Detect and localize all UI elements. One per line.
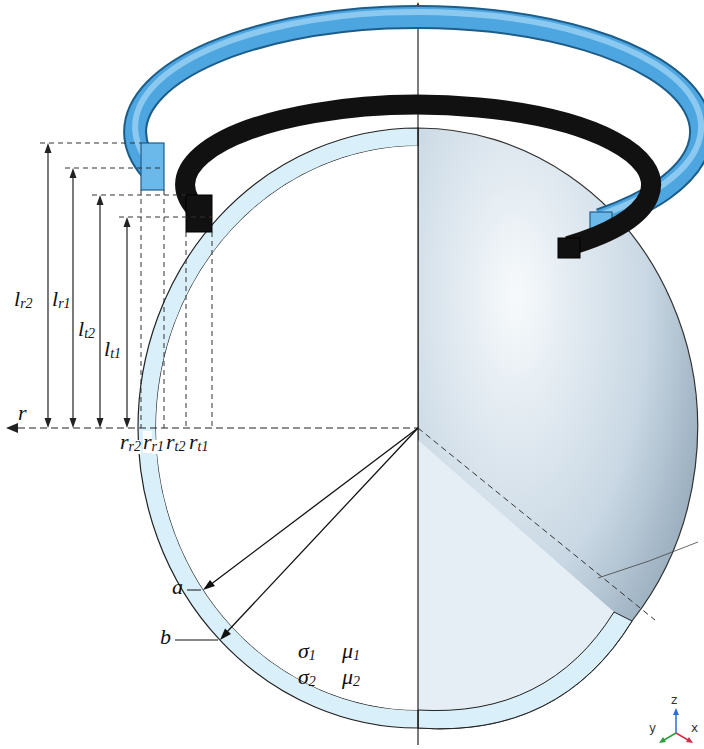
arrow-head	[6, 423, 18, 433]
subscript-label: t1	[198, 440, 209, 454]
shield-ring-end	[186, 195, 212, 232]
arrow-head	[45, 418, 52, 428]
guide-line	[141, 190, 142, 428]
dimension-heads	[45, 143, 131, 428]
subscript-label: r2	[20, 297, 32, 311]
symbol-label: l	[14, 288, 20, 310]
z-axis	[417, 12, 418, 745]
symbol-label: a	[172, 576, 183, 598]
triad-z	[675, 714, 677, 733]
symbol-label: r	[120, 431, 129, 453]
sphere-surface	[418, 128, 698, 729]
arrow-head	[70, 418, 77, 428]
subscript-label: r1	[58, 297, 70, 311]
symbol-label: r	[143, 431, 152, 453]
subscript-label: t2	[175, 440, 186, 454]
equator-seam	[598, 542, 698, 578]
dimension-line	[99, 202, 100, 421]
triad-y	[664, 733, 676, 740]
subscript-label: r2	[129, 440, 141, 454]
symbol-label: r	[189, 431, 198, 453]
dimension-line	[72, 175, 73, 421]
subscript-label: 2	[353, 675, 360, 689]
subscript-label: 2	[309, 675, 316, 689]
symbol-label: b	[160, 626, 171, 648]
symbol-label: r	[18, 402, 27, 424]
radius-arrow	[210, 428, 418, 585]
guide-line	[186, 232, 187, 428]
axis-line	[418, 428, 655, 620]
guide-line	[40, 143, 141, 144]
arrow-head	[659, 737, 666, 743]
symbol-label: l	[104, 338, 110, 360]
symbol-label: l	[78, 318, 84, 340]
arrow-head	[220, 629, 231, 641]
triad-x	[676, 733, 688, 740]
arrow-head	[203, 580, 215, 590]
dimension-arrows	[48, 150, 127, 421]
subscript-label: t1	[110, 347, 121, 361]
shell-section	[418, 612, 632, 729]
guide-line	[164, 190, 165, 428]
arrow-head	[45, 143, 52, 153]
dimension-line	[47, 150, 48, 421]
arrow-head	[673, 708, 679, 715]
radius-arrow	[226, 428, 418, 633]
guide-line	[119, 217, 212, 218]
arrow-head	[97, 195, 104, 205]
subscript-label: 1	[353, 649, 360, 663]
symbol-label: l	[52, 288, 58, 310]
guide-line	[65, 168, 164, 169]
subscript-label: 1	[309, 649, 316, 663]
symbol-label: σ	[298, 666, 309, 688]
guide-line	[92, 195, 186, 196]
coil-ring-end	[141, 143, 164, 190]
guide-line	[212, 232, 213, 428]
subscript-label: r1	[152, 440, 164, 454]
leader-line	[187, 590, 201, 591]
leader-line	[175, 640, 218, 641]
shield-ring-end	[558, 238, 580, 258]
symbol-label: r	[166, 431, 175, 453]
dimension-line	[126, 224, 127, 421]
axis-label: x	[691, 722, 698, 734]
symbol-label: σ	[298, 640, 309, 662]
r-axis	[18, 427, 418, 428]
shield-ring	[185, 105, 651, 246]
dimension-guides	[40, 143, 212, 428]
symbol-label: μ	[342, 666, 353, 688]
arrow-head	[97, 418, 104, 428]
axis-label: y	[649, 722, 656, 734]
arrow-head	[124, 217, 131, 227]
arrow-head	[70, 168, 77, 178]
subscript-label: t2	[84, 327, 95, 341]
symbol-label: μ	[342, 640, 353, 662]
arrow-head	[124, 418, 131, 428]
arrow-head	[686, 737, 693, 743]
axis-label: z	[671, 694, 677, 706]
